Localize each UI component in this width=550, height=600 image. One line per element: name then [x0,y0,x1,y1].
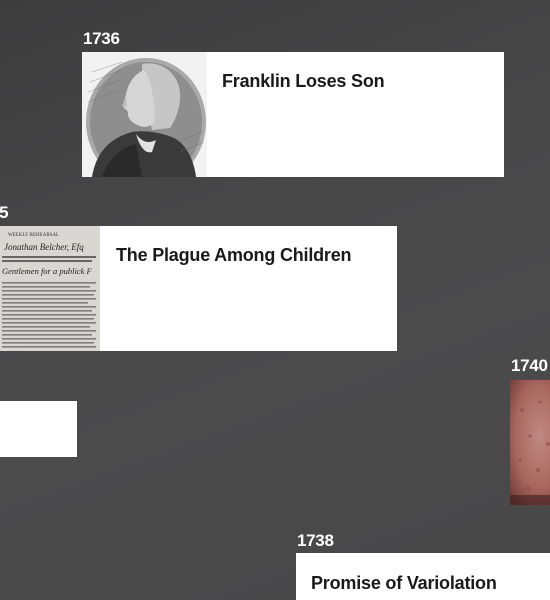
timeline-card-1740[interactable] [510,380,550,505]
newspaper-line-2: Jonathan Belcher, Efq [4,242,84,252]
year-label-1735: 35 [0,203,9,222]
newspaper-line-3: Gentlemen for a publick F [2,266,93,276]
year-label-1738: 1738 [297,531,334,550]
skin-photo-image [510,380,550,505]
skin-thumbnail [510,380,550,505]
timeline-card-promise-of-variolation[interactable]: Promise of Variolation [296,553,550,600]
card-title: The Plague Among Children [116,245,352,265]
card-title: Franklin Loses Son [222,71,385,91]
timeline-card-plague-among-children[interactable]: WEEKLY REHEARSAL Jonathan Belcher, Efq G… [0,226,397,351]
engraved-portrait-image [82,52,207,177]
card-title: Promise of Variolation [311,573,497,593]
portrait-thumbnail [82,52,207,177]
newspaper-line-1: WEEKLY REHEARSAL [8,233,59,238]
year-label-1736: 1736 [83,29,120,48]
newspaper-clipping-image: WEEKLY REHEARSAL Jonathan Belcher, Efq G… [0,226,100,351]
year-label-1740: 1740 [511,356,548,375]
newspaper-thumbnail: WEEKLY REHEARSAL Jonathan Belcher, Efq G… [0,226,100,351]
timeline-card-franklin-loses-son[interactable]: Franklin Loses Son [82,52,504,177]
timeline-card-partial[interactable] [0,401,77,457]
